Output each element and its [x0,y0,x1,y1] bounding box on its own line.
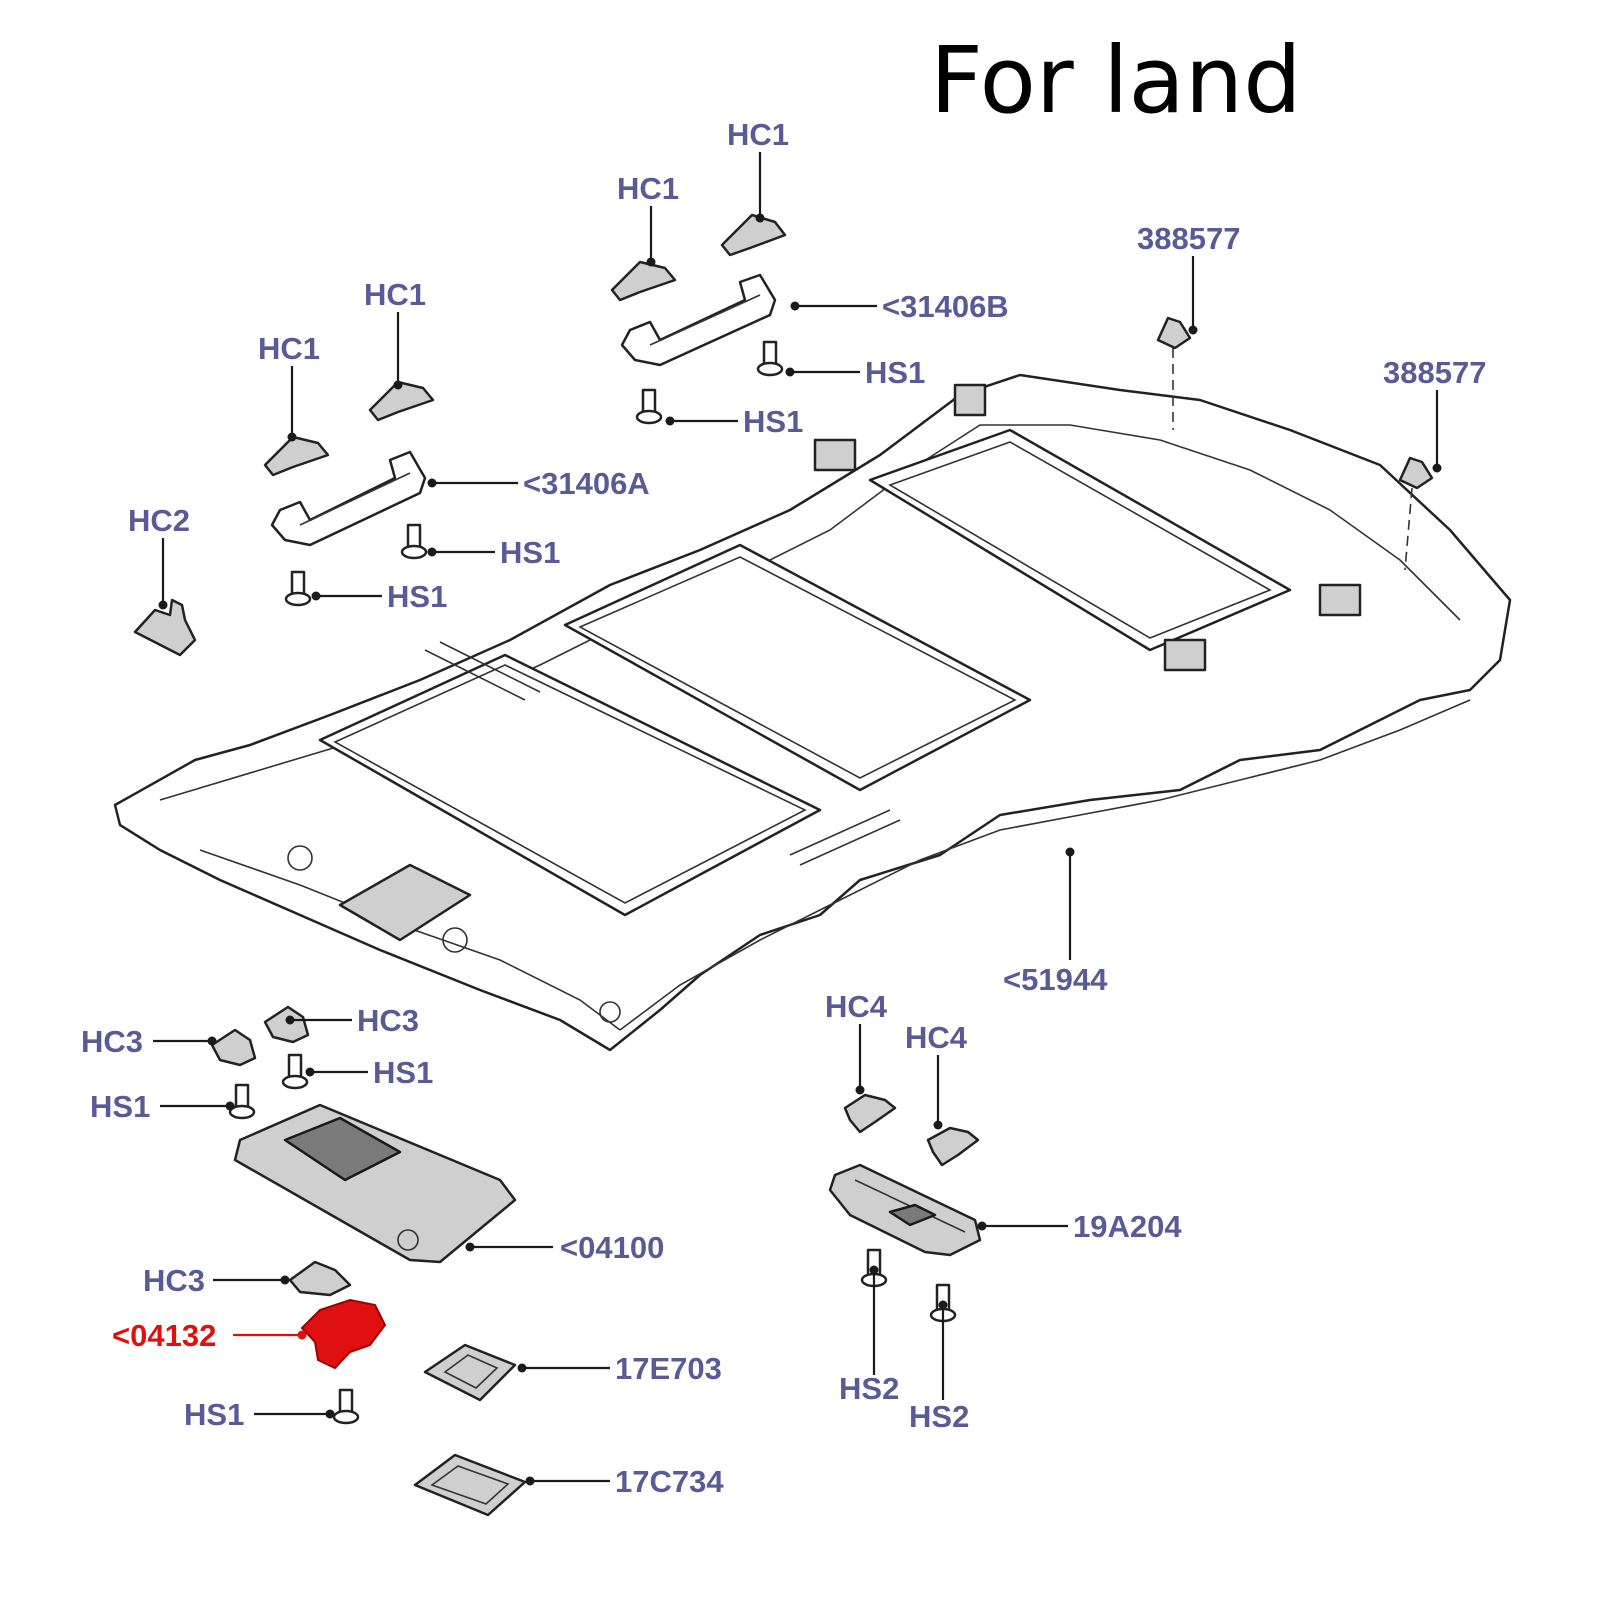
screw-hs1-visor-b [228,1083,256,1120]
label-04100: <04100 [560,1230,664,1265]
cover-17c734 [413,1453,527,1517]
screw-hs1-upper-a [756,340,784,377]
label-hs1: HS1 [184,1397,244,1432]
label-31406a: <31406A [523,466,650,501]
grab-handle-31406a [270,450,427,547]
clip-hc1-left-a [263,435,330,477]
clip-hc3-a [210,1028,257,1067]
label-hs1: HS1 [743,404,803,439]
label-hc4: HC4 [825,989,888,1024]
label-hc1: HC1 [727,117,789,152]
label-17e703: 17E703 [615,1351,722,1386]
headliner-panel [113,373,1512,1052]
label-hc1: HC1 [364,277,426,312]
clip-hc1-upper-b [720,213,787,257]
label-hc2: HC2 [128,503,190,538]
label-31406b: <31406B [882,289,1009,324]
screw-hs1-visor-a [281,1053,309,1090]
label-hs1: HS1 [90,1089,150,1124]
label-19a204: 19A204 [1073,1209,1182,1244]
sun-visor [233,1103,517,1264]
label-hs1: HS1 [387,579,447,614]
screw-hs1-upper-b [635,388,663,425]
visor-clip-04132-highlighted [300,1298,387,1370]
label-17c734: 17C734 [615,1464,724,1499]
clip-hc4-b [926,1126,980,1167]
overhead-console-19a204 [828,1163,982,1257]
clip-hc1-upper-a [610,260,677,302]
label-hc1: HC1 [258,331,320,366]
label-hc1: HC1 [617,171,679,206]
label-hc3: HC3 [357,1003,419,1038]
label-hc3: HC3 [143,1263,205,1298]
screw-hs1-left-b [284,570,312,607]
cover-17e703 [423,1343,517,1402]
clip-388577-b [1398,456,1434,571]
clip-hc3-b [263,1005,310,1044]
leader-lines [153,152,1442,1486]
label-hc4: HC4 [905,1020,968,1055]
label-388577: 388577 [1383,355,1486,390]
clip-hc3-c [288,1260,352,1297]
label-04132-highlighted: <04132 [112,1318,216,1353]
screw-hs1-left-a [400,523,428,560]
label-388577: 388577 [1137,221,1240,256]
diagram-title: For land [930,27,1302,134]
label-hs2: HS2 [839,1371,899,1406]
label-hs1: HS1 [500,535,560,570]
label-hs1: HS1 [373,1055,433,1090]
screw-hs1-lower [332,1388,360,1425]
clip-hc2 [133,598,197,657]
label-hc3: HC3 [81,1024,143,1059]
clip-388577-a [1156,316,1192,430]
grab-handle-31406b [620,273,777,367]
clip-hc4-a [843,1093,897,1134]
label-hs1: HS1 [865,355,925,390]
label-hs2: HS2 [909,1399,969,1434]
part-labels: HC1 HC1 HC1 HC1 <31406B HS1 HS1 <31406A … [81,117,1486,1499]
label-51944: <51944 [1003,962,1108,997]
